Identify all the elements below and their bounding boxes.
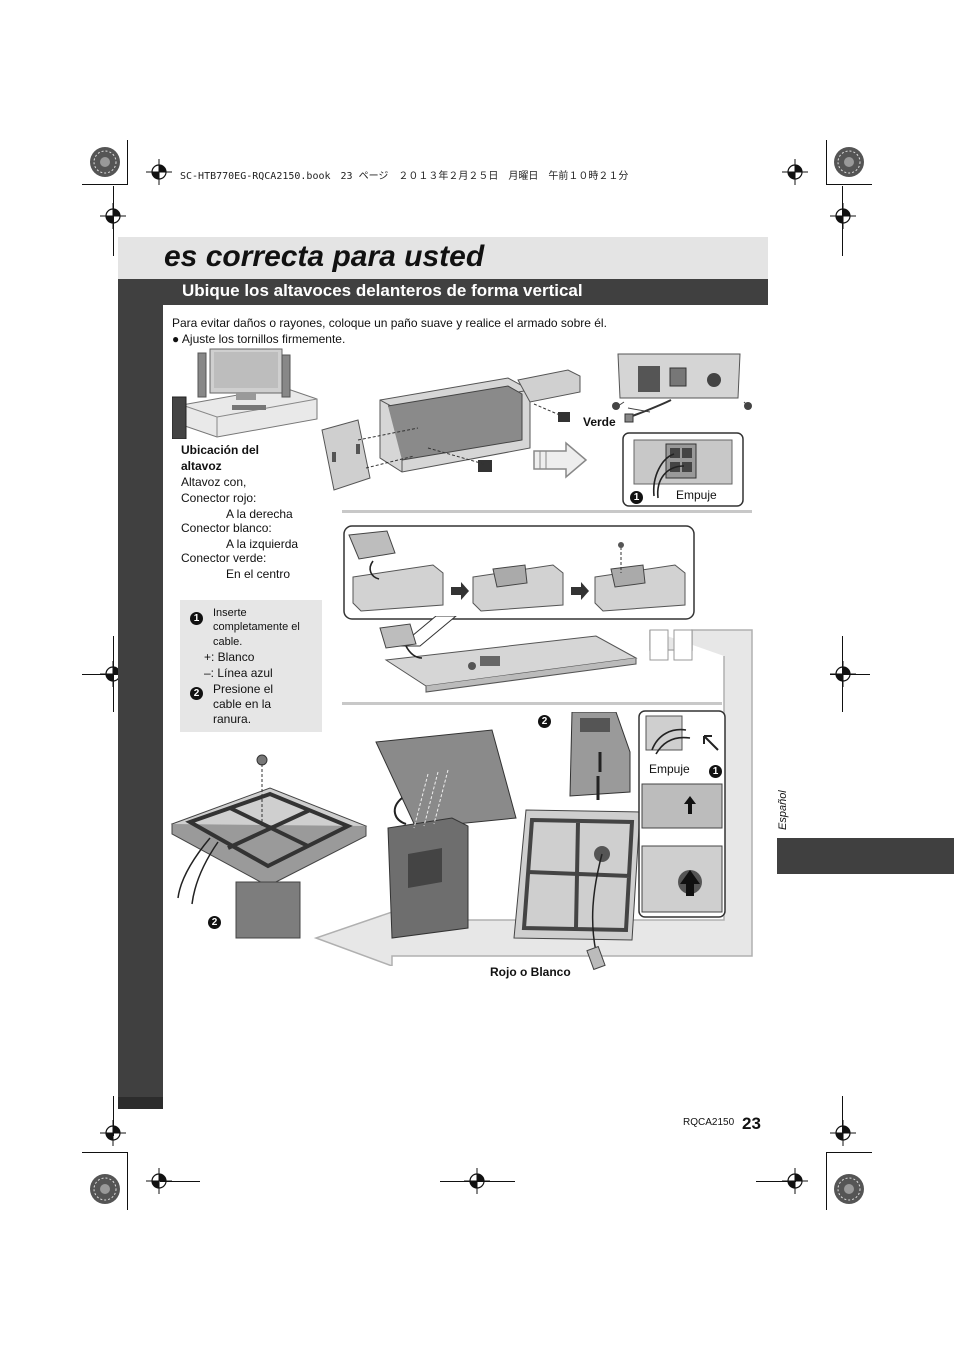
plus-wire-label: +: Blanco (204, 650, 255, 664)
minus-wire-label: –: Línea azul (204, 666, 273, 680)
rojo-o-blanco-label: Rojo o Blanco (490, 965, 571, 979)
crop-line (127, 140, 128, 184)
empuje-1-marker: 1 (630, 487, 643, 505)
print-header: SC-HTB770EG-RQCA2150.book 23 ページ ２０１３年２月… (180, 171, 629, 182)
crosshair-icon (830, 1120, 856, 1146)
title-band (118, 237, 768, 279)
crop-line (113, 186, 114, 256)
empuje-label-2: Empuje (649, 762, 690, 776)
crop-line (440, 1181, 515, 1182)
crosshair-icon (782, 159, 808, 185)
crop-line (826, 1152, 827, 1210)
crop-line (842, 186, 843, 256)
bullet-icon: ● (172, 332, 180, 346)
green-connector-label: Conector verde: (181, 551, 267, 565)
empuje-label-1: Empuje (676, 488, 717, 502)
crop-line (826, 140, 827, 184)
location-heading-1: Ubicación del (181, 443, 260, 457)
crop-line (756, 1181, 796, 1182)
footer-code: RQCA2150 (683, 1117, 735, 1128)
speaker-exploded-illustration (318, 360, 586, 510)
back-panel-illustration (612, 352, 754, 422)
base-step-2-marker: 2 (208, 912, 221, 930)
white-connector-label: Conector blanco: (181, 521, 272, 535)
language-label: Español (777, 790, 789, 830)
arrow-right-icon (532, 441, 588, 479)
red-connector-value: A la derecha (226, 507, 293, 521)
room-illustration (172, 347, 320, 439)
intro-text: Para evitar daños o rayones, coloque un … (172, 316, 607, 330)
crop-line (113, 1096, 114, 1136)
crop-line (830, 674, 870, 675)
registration-mark-icon (832, 145, 866, 179)
speaker-back-illustration (372, 728, 520, 940)
crop-line (826, 184, 872, 185)
bullet-item: ● Ajuste los tornillos firmemente. (172, 332, 345, 346)
left-dark-bar-end (118, 1097, 163, 1109)
step-divider (342, 510, 752, 513)
step-1-marker: 1 (190, 608, 203, 626)
step-legend-box (180, 600, 322, 732)
crosshair-icon (830, 203, 856, 229)
crop-line (842, 636, 843, 712)
step-2-marker: 2 (190, 683, 203, 701)
empuje-2-marker: 1 (709, 761, 722, 779)
bracket-sequence-illustration (343, 525, 695, 620)
verde-label: Verde (583, 415, 616, 429)
registration-mark-icon (88, 1172, 122, 1206)
base-stand-illustration (170, 742, 370, 940)
step-2-line-1: Presione el (213, 682, 274, 696)
step-1-line-2: completamente el (213, 621, 300, 633)
crop-line (127, 1152, 128, 1210)
crop-line (82, 184, 128, 185)
registration-mark-icon (88, 145, 122, 179)
crosshair-icon (146, 159, 172, 185)
location-speaker-line: Altavoz con, (181, 475, 247, 489)
crop-line (82, 674, 122, 675)
crop-line (826, 1152, 872, 1153)
white-connector-value: A la izquierda (226, 537, 299, 551)
crop-line (113, 636, 114, 712)
step-1-line-3: cable. (213, 636, 243, 648)
green-connector-value: En el centro (226, 567, 291, 581)
red-connector-label: Conector rojo: (181, 491, 257, 505)
location-heading-2: altavoz (181, 459, 222, 473)
registration-mark-icon (832, 1172, 866, 1206)
green-plug-illustration (623, 398, 675, 424)
step-2-line-2: cable en la (213, 697, 272, 711)
left-dark-bar (118, 279, 163, 1109)
section-band (163, 279, 768, 305)
bottom-step-2-marker: 2 (538, 711, 551, 729)
step-divider-2 (342, 702, 722, 705)
terminal-zoom-illustration (622, 432, 744, 507)
bracket-base-illustration (376, 616, 638, 694)
base-bottom-illustration (512, 712, 640, 974)
crop-line (82, 1152, 128, 1153)
bullet-text: Ajuste los tornillos firmemente. (181, 332, 346, 346)
step-1-line-1: Inserte (213, 607, 247, 619)
step-2-line-3: ranura. (213, 712, 252, 726)
push-zoom-illustration (638, 710, 726, 918)
page-number: 23 (742, 1114, 761, 1133)
crop-line (160, 1181, 200, 1182)
crop-line (842, 1096, 843, 1136)
side-tab-bar (777, 838, 954, 874)
page-title: es correcta para usted (164, 240, 485, 273)
section-title: Ubique los altavoces delanteros de forma… (182, 281, 583, 300)
